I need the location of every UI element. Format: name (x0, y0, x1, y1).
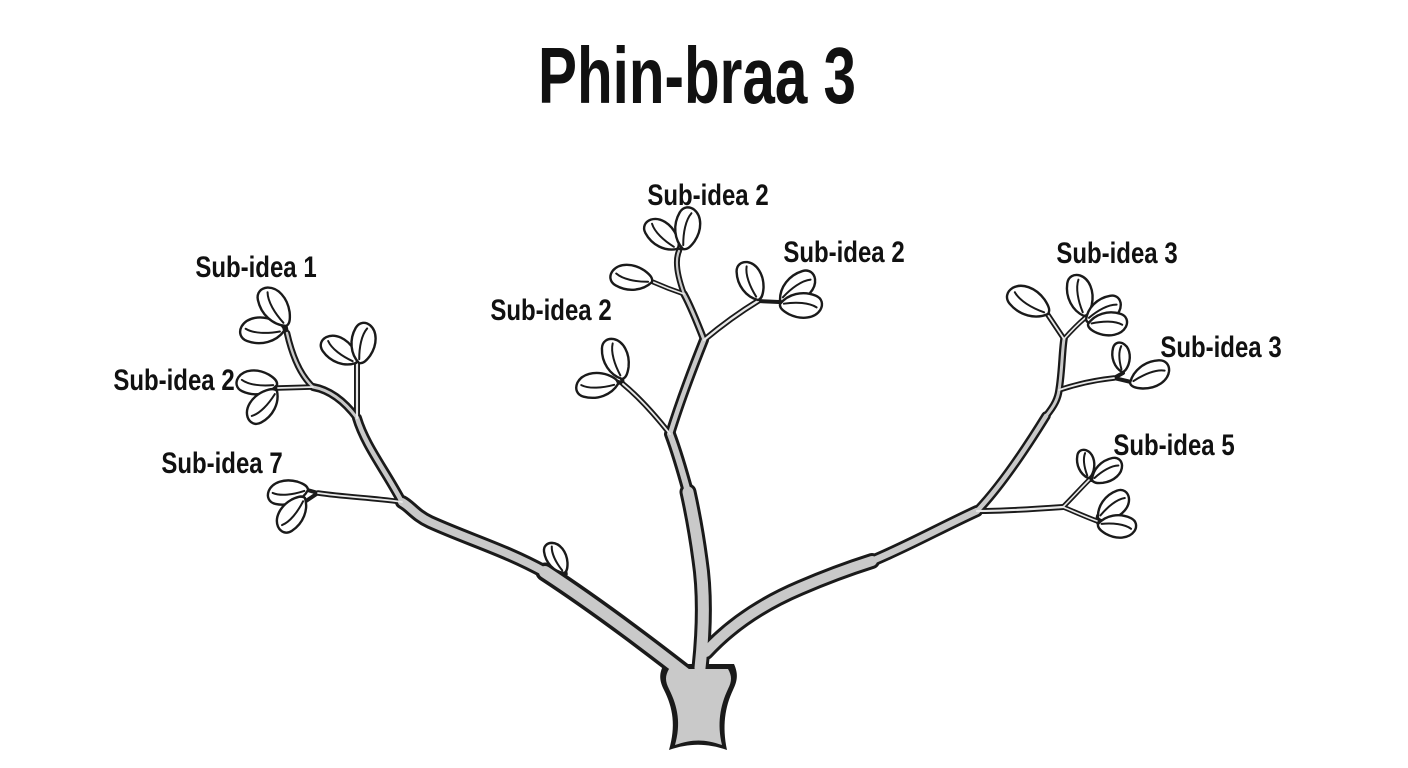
label-sub-idea-mid-left: Sub-idea 2 (490, 292, 611, 326)
leaf (605, 255, 657, 302)
label-sub-idea-right-low: Sub-idea 5 (1113, 427, 1234, 461)
tree-fill-layer (277, 249, 1115, 745)
label-sub-idea-mid-top: Sub-idea 2 (647, 177, 768, 211)
label-sub-idea-left-low: Sub-idea 7 (161, 445, 282, 479)
leaf (1001, 275, 1055, 330)
label-sub-idea-mid-right: Sub-idea 2 (783, 234, 904, 268)
leaf (1106, 340, 1135, 374)
labels: Phin-braa 3 Sub-idea 1 Sub-idea 2 Sub-id… (113, 31, 1281, 480)
leaf (735, 260, 766, 302)
label-sub-idea-left-mid: Sub-idea 2 (113, 362, 234, 396)
label-sub-idea-left-top: Sub-idea 1 (195, 249, 316, 283)
leaf (1127, 358, 1172, 391)
page-title: Phin-braa 3 (538, 31, 856, 120)
label-sub-idea-right-mid: Sub-idea 3 (1160, 329, 1281, 363)
label-sub-idea-right-top: Sub-idea 3 (1056, 235, 1177, 269)
